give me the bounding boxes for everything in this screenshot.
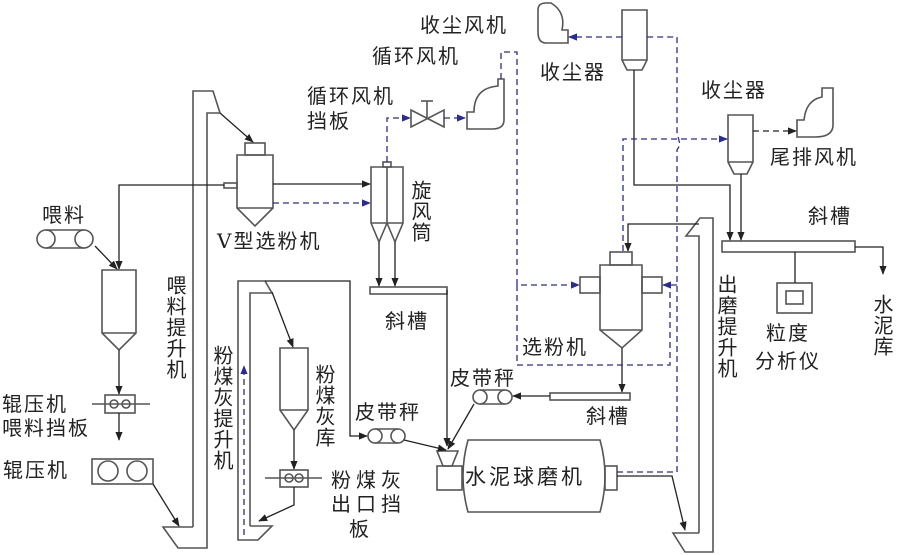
fly-ash-outlet-gate: [265, 469, 322, 488]
label-roller-press: 辊压机: [3, 458, 69, 482]
belt-scale-2: [472, 389, 513, 405]
label-tail-fan: 尾排风机: [770, 145, 858, 169]
label-fly-ash-gate-2: 出口挡: [331, 492, 406, 516]
label-dust-collector-2: 收尘器: [701, 78, 767, 102]
label-analyzer-1: 粒度: [766, 321, 810, 345]
tail-fan: [796, 87, 834, 138]
dust-collector-tail: [727, 114, 754, 175]
ball-mill: [435, 439, 618, 513]
label-feed-elevator: 喂料提升机: [163, 275, 187, 380]
feed-bin: [101, 269, 137, 352]
label-separator: 选粉机: [522, 335, 588, 359]
recirc-fan-damper-valve: [410, 100, 445, 129]
particle-analyzer: [776, 282, 813, 314]
label-recirc-damper-2: 挡板: [307, 109, 351, 133]
label-dust-collector-1: 收尘器: [540, 60, 606, 84]
belt-scale-1: [367, 428, 406, 444]
label-mill-elevator: 出磨提升机: [714, 274, 738, 379]
separator: [579, 251, 663, 350]
label-ball-mill: 水泥球磨机: [465, 465, 585, 489]
roller-press: [91, 458, 154, 485]
material-flow-lines: [94, 70, 887, 531]
mill-elevator: [671, 217, 714, 553]
label-chute-mid: 斜槽: [385, 309, 429, 333]
feed-belt: [36, 229, 94, 249]
chute-lower: [549, 392, 631, 401]
label-roller-press-gate-1: 辊压机: [2, 392, 68, 416]
label-fly-ash-silo: 粉煤灰库: [312, 364, 336, 448]
air-flow-lines: [240, 33, 728, 535]
label-recirc-fan: 循环风机: [372, 44, 460, 68]
label-fly-ash-gate-1: 粉煤灰: [331, 468, 406, 492]
label-chute-top-right: 斜槽: [808, 204, 852, 228]
feed-elevator: [161, 90, 222, 549]
label-analyzer-2: 分析仪: [755, 349, 821, 373]
chute-top-right: [721, 240, 856, 253]
label-roller-press-gate-2: 喂料挡板: [2, 416, 90, 440]
fly-ash-elevator: [237, 280, 274, 541]
cyclone: [370, 161, 404, 245]
recirc-fan: [466, 78, 505, 130]
label-belt-scale-1: 皮带秤: [355, 400, 421, 424]
label-v-separator: V型选粉机: [217, 229, 322, 253]
label-fly-ash-gate-3: 板: [349, 517, 371, 541]
v-separator: [223, 142, 274, 228]
label-belt-scale-2: 皮带秤: [450, 366, 516, 390]
fly-ash-silo: [279, 347, 309, 432]
dust-collector-top: [621, 9, 648, 71]
roller-press-feed-gate: [92, 394, 150, 414]
label-recirc-damper-1: 循环风机: [307, 84, 395, 108]
label-fly-ash-elevator: 粉煤灰提升机: [210, 345, 234, 471]
label-cyclone: 旋风筒: [408, 180, 432, 243]
label-chute-lower: 斜槽: [586, 404, 630, 428]
label-cement-silo: 水泥库: [870, 294, 894, 357]
dust-fan: [537, 2, 569, 44]
label-dust-fan: 收尘风机: [420, 13, 508, 37]
chute-mid: [369, 286, 448, 295]
label-feed: 喂料: [42, 203, 86, 227]
